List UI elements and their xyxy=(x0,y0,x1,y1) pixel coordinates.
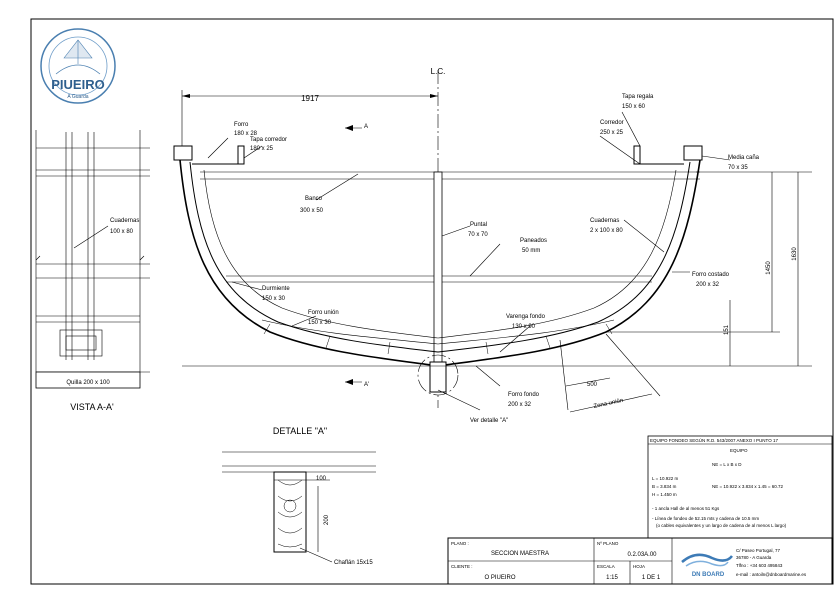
hoja-value: 1 DE 1 xyxy=(642,575,661,581)
logo-name: PIUEIRO xyxy=(51,77,104,92)
tapa-corredor-dim: 180 x 25 xyxy=(250,146,274,152)
equipo-L: L = 10.922 m xyxy=(652,476,678,481)
sheet-border xyxy=(30,18,834,585)
section-arrow-label-lower: A' xyxy=(364,382,369,388)
corredor-dim: 250 x 25 xyxy=(600,130,624,136)
equipo-item3: (o cables equivalentes y un largo de cad… xyxy=(656,523,787,528)
forro-fondo-dim: 200 x 32 xyxy=(508,402,532,408)
puntal xyxy=(433,171,443,373)
cuadernas-dim: 2 x 100 x 80 xyxy=(590,228,623,234)
varenga-name: Varenga fondo xyxy=(506,314,546,320)
banco-dim: 300 x 50 xyxy=(300,208,324,214)
equipo-item1: - 1 ancla Hall de al menos 51 Kgs xyxy=(652,506,720,511)
vista-cuadernas-name: Cuadernas xyxy=(110,218,139,224)
company-addr1: C/ Paseo Portugal, 77 xyxy=(736,548,781,553)
equipo-subtitle: EQUIPO xyxy=(730,448,748,453)
paneados-dim: 50 mm xyxy=(522,248,540,254)
detalle-dim-100: 100 xyxy=(316,476,327,482)
tapa-regala-name: Tapa regala xyxy=(622,94,654,100)
section-arrow-label-upper: A xyxy=(364,124,368,130)
dim-500: 500 xyxy=(587,382,598,388)
section-arrow-lower xyxy=(345,379,353,385)
frame-inner xyxy=(203,169,677,339)
cliente-value: O PIUEIRO xyxy=(484,575,515,581)
centerline-label: L.C. xyxy=(431,67,446,76)
tapa-regala-dim: 150 x 60 xyxy=(622,104,646,110)
detalle-title: DETALLE "A" xyxy=(273,426,327,436)
cliente-label: CLIENTE : xyxy=(451,564,473,569)
forro-costado-name: Forro costado xyxy=(692,272,730,278)
detail-a-circle xyxy=(417,354,459,396)
forro-union-dim: 150 x 30 xyxy=(308,320,332,326)
cuadernas-name: Cuadernas xyxy=(590,218,619,224)
vista-view: Cuadernas 100 x 80 Quilla 200 x 100 VIST… xyxy=(35,130,150,412)
company-name: DN BOARD xyxy=(692,572,725,578)
varenga-dim: 130 x 90 xyxy=(512,324,536,330)
equipo-box: EQUIPO FONDEO SEGÚN R.D. 543/2007 ANEXO … xyxy=(647,435,833,539)
master-section: L.C. 1917 xyxy=(173,67,812,424)
ver-detalle: Ver detalle "A" xyxy=(470,418,508,424)
equipo-B: B = 3.834 m xyxy=(652,484,677,489)
vista-cuadernas-dim: 100 x 80 xyxy=(110,229,134,235)
zona-union: Zona unión xyxy=(593,398,624,410)
association-logo: PIUEIRO A Guarda xyxy=(40,28,116,104)
plano-label: PLANO : xyxy=(451,541,469,546)
logo-town: A Guarda xyxy=(67,94,88,100)
puntal-name: Puntal xyxy=(470,222,487,228)
escala-value: 1:15 xyxy=(606,575,618,581)
escala-label: ESCALA xyxy=(597,564,615,569)
detalle-dim-200: 200 xyxy=(324,514,330,525)
detail-keel xyxy=(273,471,307,553)
equipo-header: EQUIPO FONDEO SEGÚN R.D. 543/2007 ANEXO … xyxy=(650,437,778,443)
forro-costado-dim: 200 x 32 xyxy=(696,282,720,288)
forro-dim: 180 x 28 xyxy=(234,131,258,137)
media-cana-name: Media caña xyxy=(728,155,760,161)
equipo-item2: - Línea de fondeo de 52.15 mts y cadena … xyxy=(652,516,759,521)
durmiente-name: Durmiente xyxy=(262,286,290,292)
section-arrow-upper xyxy=(345,125,353,131)
tapa-corredor-name: Tapa corredor xyxy=(250,137,287,143)
nplano-label: Nº PLANO xyxy=(597,541,619,546)
forro-fondo-name: Forro fondo xyxy=(508,392,540,398)
detail-a: DETALLE "A" 100 200 Chaflán 15x15 xyxy=(222,426,376,566)
hoja-label: HOJA xyxy=(633,564,645,569)
equipo-formula: NE = L x B x D xyxy=(712,462,742,467)
equipo-ne-calc: NE = 10.922 x 3.834 x 1.45 = 60.72 xyxy=(712,484,784,489)
dim-151: 151 xyxy=(724,324,730,335)
vista-quilla: Quilla 200 x 100 xyxy=(66,380,110,386)
corredor-name: Corredor xyxy=(600,120,624,126)
banco-name: Banco xyxy=(305,196,323,202)
keel xyxy=(429,361,447,393)
dim-1450: 1450 xyxy=(766,261,772,275)
title-block: PLANO : SECCION MAESTRA CLIENTE : O PIUE… xyxy=(447,537,833,585)
plano-value: SECCION MAESTRA xyxy=(491,551,549,557)
company-email: e-mail : antoiln@dnboardmarine.es xyxy=(736,572,807,577)
company-tel: Tlfno : +34 603 495843 xyxy=(736,563,783,568)
tapa-regala-left xyxy=(173,145,193,161)
half-beam-dim: 1917 xyxy=(301,94,319,103)
equipo-H: H = 1.450 m xyxy=(652,492,677,497)
forro-union-name: Forro unión xyxy=(308,310,339,316)
durmiente-dim: 150 x 30 xyxy=(262,296,286,302)
paneados-name: Paneados xyxy=(520,238,547,244)
vista-title: VISTA A-A' xyxy=(70,402,114,412)
forro-name: Forro xyxy=(234,122,249,128)
company-wave-icon xyxy=(681,553,733,563)
hull-inner xyxy=(189,161,691,353)
company-addr2: 36780 - A Guarda xyxy=(736,555,772,560)
media-cana-dim: 70 x 35 xyxy=(728,165,748,171)
dim-1630: 1630 xyxy=(792,247,798,261)
tapa-regala-right xyxy=(683,145,703,161)
detalle-chaflan: Chaflán 15x15 xyxy=(334,560,373,566)
puntal-dim: 70 x 70 xyxy=(468,232,488,238)
nplano-value: 0.2.03A.00 xyxy=(627,552,657,558)
